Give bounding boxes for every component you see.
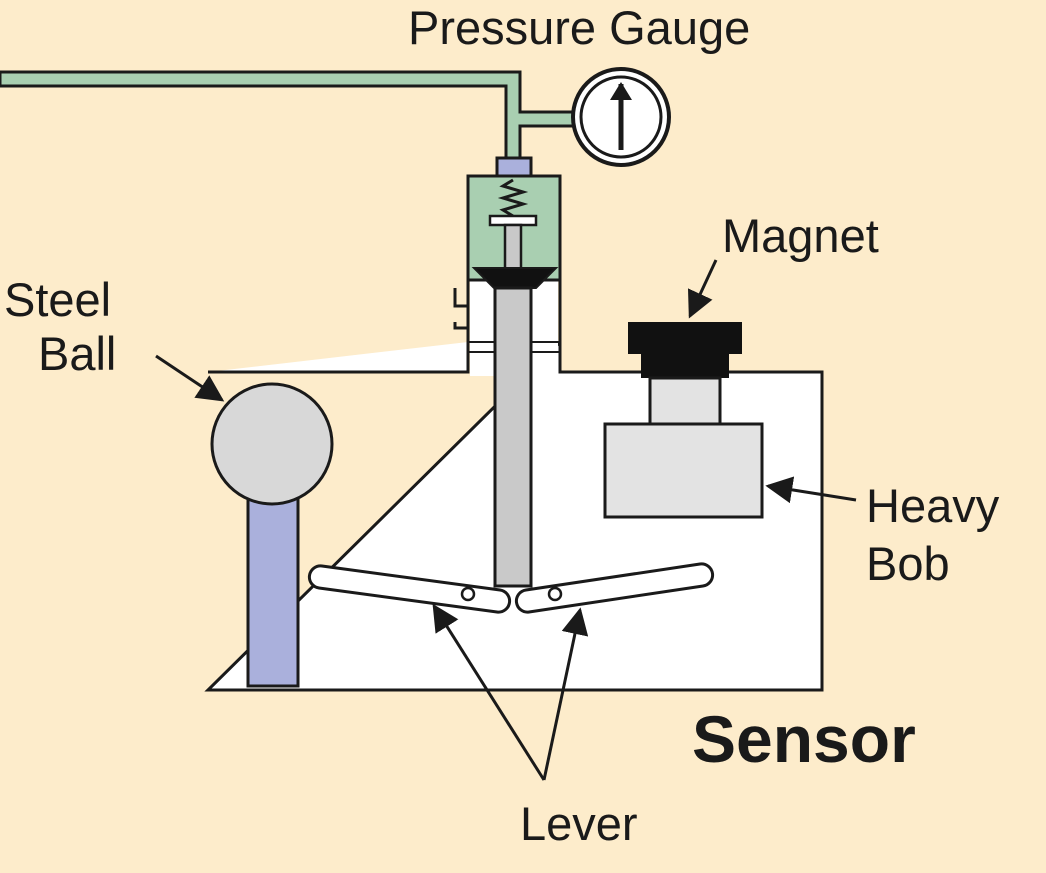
heavy-bob	[603, 422, 764, 519]
vent-slots	[453, 288, 468, 330]
lever-left	[307, 564, 512, 614]
arrow-magnet	[687, 259, 718, 319]
arrow-heavy-bob	[765, 476, 857, 504]
label-lever: Lever	[520, 797, 638, 850]
push-rod	[493, 286, 533, 588]
label-sensor: Sensor	[692, 702, 916, 776]
label-steel-line2: Ball	[38, 327, 117, 380]
arrow-steel-ball	[155, 354, 225, 402]
label-steel-line1: Steel	[4, 273, 112, 326]
pressure-gauge	[571, 67, 671, 167]
label-magnet: Magnet	[722, 209, 879, 262]
steel-ball	[210, 382, 334, 506]
air-pipe	[0, 70, 582, 162]
label-heavy-line2: Bob	[866, 537, 950, 590]
label-pressure-gauge: Pressure Gauge	[408, 1, 751, 54]
ball-post	[246, 486, 300, 688]
callout-arrows	[155, 259, 857, 781]
valve-housing	[466, 174, 562, 289]
arrow-lever-left	[432, 603, 546, 781]
magnet	[628, 322, 742, 426]
lever-right	[514, 562, 715, 614]
label-heavy-line1: Heavy	[866, 479, 1000, 532]
arrow-lever-right	[542, 607, 589, 781]
spring-icon	[497, 178, 529, 218]
